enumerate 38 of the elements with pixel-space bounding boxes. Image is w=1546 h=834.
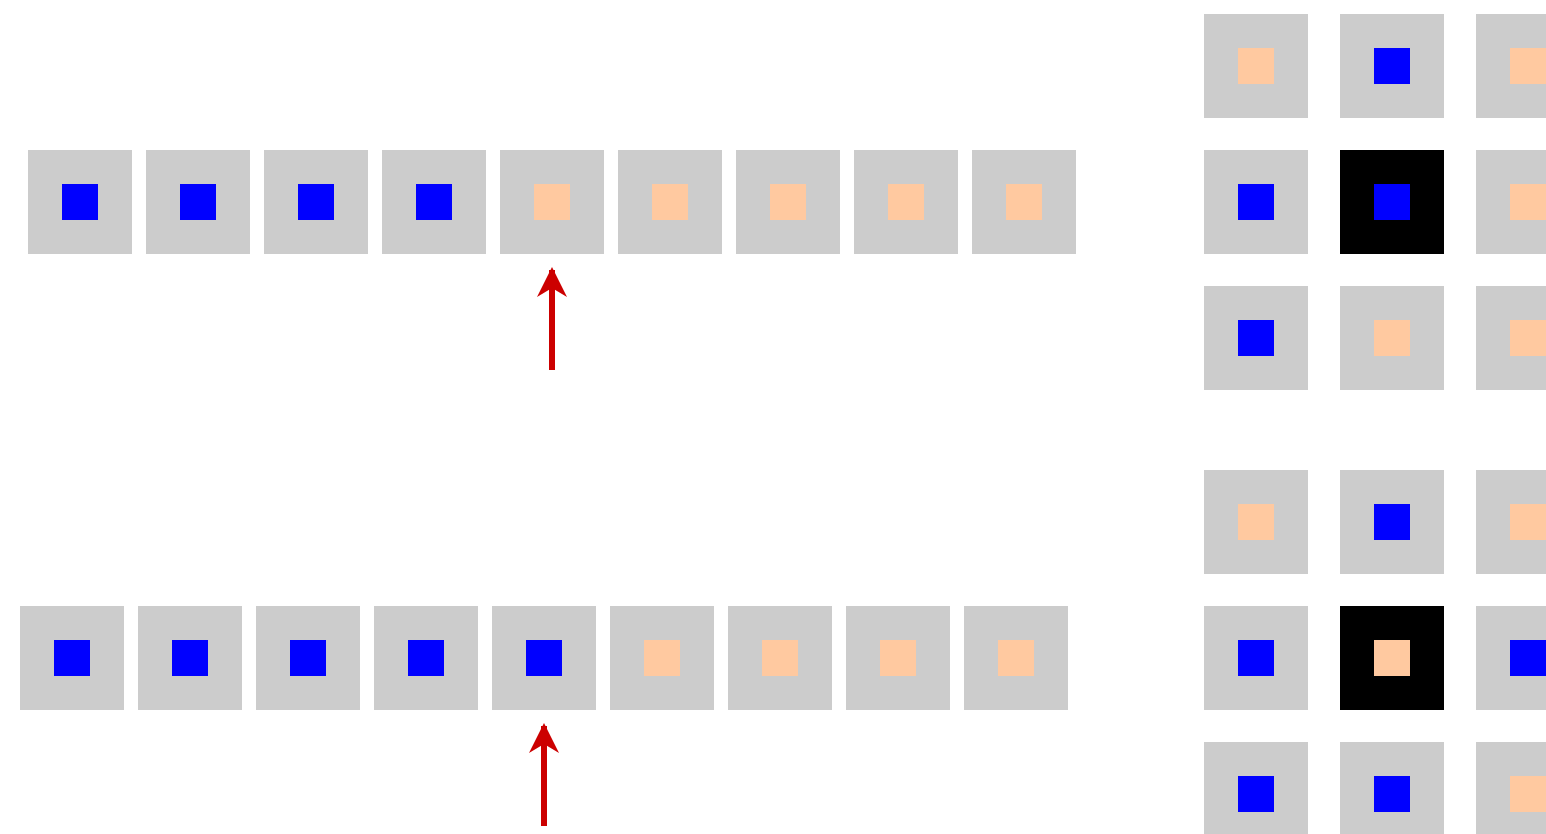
tile (1476, 606, 1546, 710)
tile (964, 606, 1068, 710)
tile (492, 606, 596, 710)
tile (1476, 470, 1546, 574)
tile (500, 150, 604, 254)
tile (138, 606, 242, 710)
tile (146, 150, 250, 254)
highlighted-tile (1340, 150, 1444, 254)
tile (846, 606, 950, 710)
tile (382, 150, 486, 254)
arrow (537, 267, 567, 370)
tile (20, 606, 124, 710)
tile (1476, 742, 1546, 834)
tile (1476, 14, 1546, 118)
tile (618, 150, 722, 254)
tile (1340, 14, 1444, 118)
tile (1204, 14, 1308, 118)
tile (1204, 742, 1308, 834)
tile (374, 606, 478, 710)
tile (1476, 150, 1546, 254)
tile (1204, 150, 1308, 254)
tile (1204, 286, 1308, 390)
tile (1204, 470, 1308, 574)
tile (1204, 606, 1308, 710)
tile (1340, 742, 1444, 834)
tile (728, 606, 832, 710)
tile (28, 150, 132, 254)
tile (736, 150, 840, 254)
arrow (529, 723, 559, 826)
tile (256, 606, 360, 710)
tile (854, 150, 958, 254)
tile (1340, 286, 1444, 390)
tile (264, 150, 368, 254)
tile (1340, 470, 1444, 574)
highlighted-tile (1340, 606, 1444, 710)
tile (1476, 286, 1546, 390)
tile (610, 606, 714, 710)
tile (972, 150, 1076, 254)
